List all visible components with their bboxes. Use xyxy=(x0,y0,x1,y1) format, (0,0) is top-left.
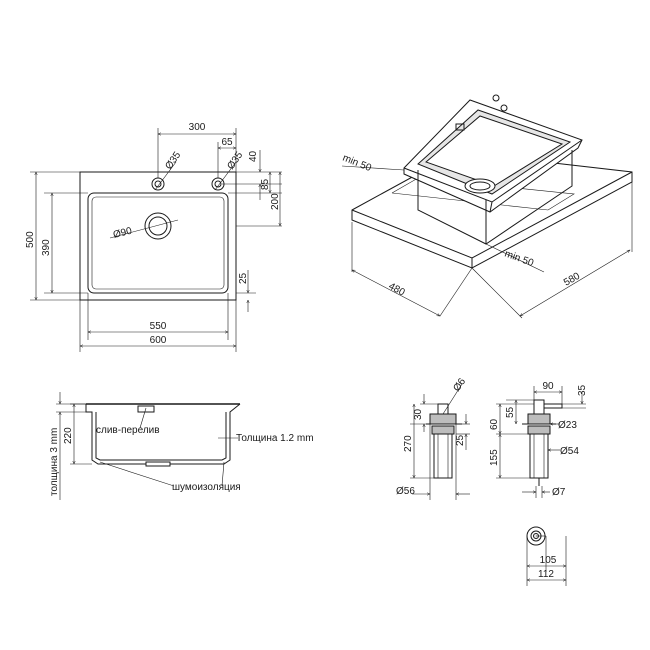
dim-550: 550 xyxy=(150,321,167,332)
dim-500: 500 xyxy=(25,231,36,248)
dim-390: 390 xyxy=(41,239,52,256)
dim-min50-top: min 50 xyxy=(341,153,373,175)
dim-dia6: Ø6 xyxy=(451,376,468,394)
top-view: 300 65 Ø35 Ø35 40 85 200 25 500 390 xyxy=(25,122,282,352)
dim-dia54: Ø54 xyxy=(560,446,579,457)
dim-tap-right: Ø35 xyxy=(225,150,245,172)
dim-dia56: Ø56 xyxy=(396,486,415,497)
dim-105: 105 xyxy=(540,555,557,566)
dim-580: 580 xyxy=(562,271,582,289)
dim-112: 112 xyxy=(538,569,554,580)
dim-220: 220 xyxy=(63,427,74,444)
dispenser-side: 90 35 55 60 Ø23 155 Ø54 Ø7 xyxy=(489,381,588,498)
dim-85: 85 xyxy=(260,178,271,190)
iso-view: min 50 min 50 480 580 xyxy=(341,94,633,319)
dim-h35: 35 xyxy=(577,384,588,396)
sink-outline xyxy=(79,171,237,301)
dim-dia7: Ø7 xyxy=(552,487,566,498)
dim-480: 480 xyxy=(387,281,407,299)
drain xyxy=(144,212,172,240)
dispenser-front: Ø6 30 270 25 Ø56 xyxy=(396,376,470,500)
bowl-outline xyxy=(87,192,229,294)
iso-drain xyxy=(464,178,496,194)
dim-h55: 55 xyxy=(505,406,516,418)
dim-min50-bottom: min 50 xyxy=(503,248,535,269)
wall-note: толщина 3 mm xyxy=(49,428,60,496)
dim-h60: 60 xyxy=(489,418,500,430)
dim-300: 300 xyxy=(189,122,206,133)
overflow-label: слив-перелив xyxy=(96,425,160,436)
dim-600: 600 xyxy=(150,335,167,346)
dim-h155: 155 xyxy=(489,449,500,466)
dim-h270: 270 xyxy=(403,435,414,452)
dispenser-top: 105 112 xyxy=(526,526,566,586)
insulation-label: шумоизоляция xyxy=(172,482,241,493)
dim-65: 65 xyxy=(221,137,233,148)
dim-25: 25 xyxy=(238,272,249,284)
dim-drain: Ø90 xyxy=(112,226,133,241)
dim-h30: 30 xyxy=(413,408,424,420)
tap-hole-left xyxy=(151,177,165,191)
dim-tap-left: Ø35 xyxy=(163,150,183,172)
dim-h25: 25 xyxy=(455,434,466,446)
dim-200: 200 xyxy=(270,193,281,210)
dim-w90: 90 xyxy=(542,381,554,392)
dim-dia23: Ø23 xyxy=(558,420,577,431)
thickness-label: Толщина 1.2 mm xyxy=(236,433,314,444)
dim-40: 40 xyxy=(248,150,259,162)
section-view: 220 толщина 3 mm слив-перелив Толщина 1.… xyxy=(49,392,314,500)
